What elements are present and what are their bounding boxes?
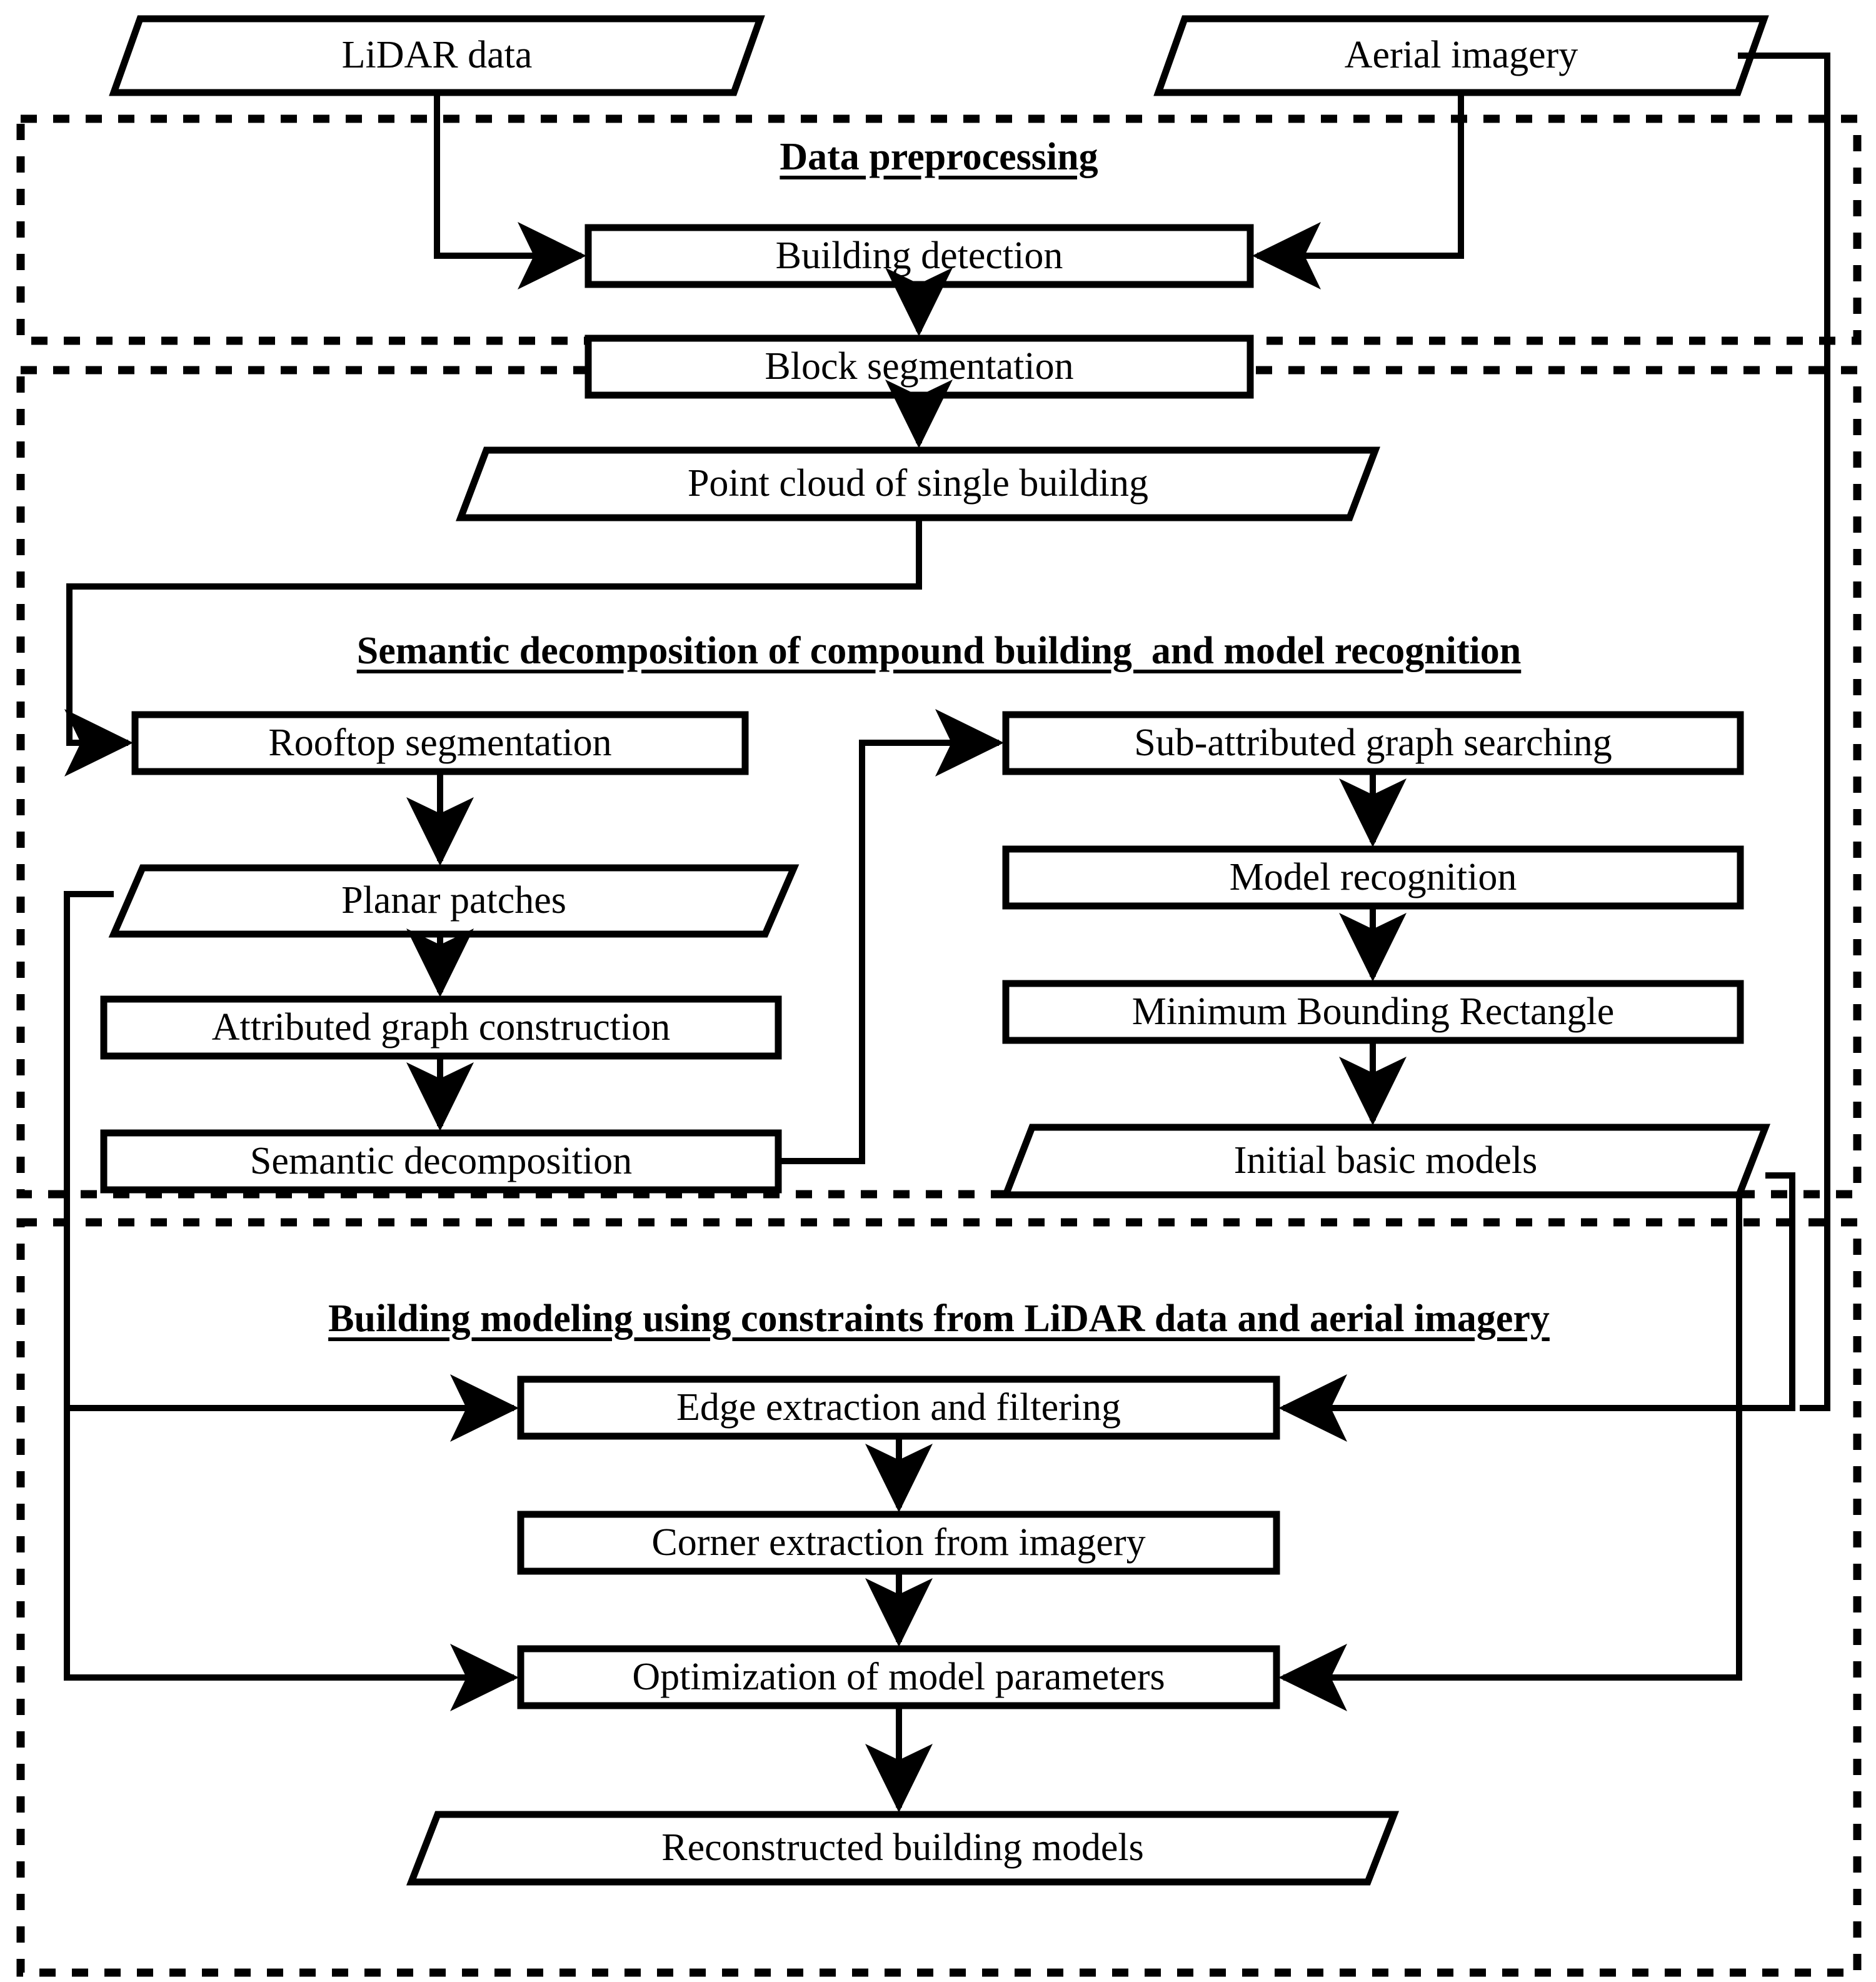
edge-semantic-decomposition-to-sub-graph-searching bbox=[778, 709, 1005, 1164]
edge-initial-models-to-optimization bbox=[1278, 1195, 1742, 1711]
node-aerial-imagery bbox=[1153, 15, 1769, 96]
node-lidar-data bbox=[109, 15, 765, 96]
edge-point-cloud-to-rooftop-segmentation bbox=[64, 518, 922, 777]
node-initial-basic-models bbox=[1000, 1124, 1771, 1199]
node-building-detection bbox=[584, 224, 1254, 288]
node-attributed-graph-construction bbox=[100, 995, 782, 1060]
node-point-cloud-single-building bbox=[456, 446, 1380, 521]
edge-aerial-imagery-to-edge-extraction bbox=[1738, 53, 1830, 1411]
edge-lidar-to-building-detection bbox=[434, 93, 587, 289]
node-sub-attributed-graph-searching bbox=[1002, 711, 1744, 775]
section-frame-building-modeling bbox=[16, 1218, 1862, 1977]
edge-initial-models-to-edge-extraction bbox=[1278, 1172, 1795, 1442]
node-corner-extraction-from-imagery bbox=[517, 1511, 1280, 1575]
node-rooftop-segmentation bbox=[131, 711, 749, 775]
node-semantic-decomposition-step bbox=[100, 1129, 782, 1194]
edge-planar-patches-to-edge-extraction bbox=[64, 891, 519, 1442]
edge-planar-patches-to-optimization bbox=[64, 1408, 519, 1711]
section-frame-data-preprocessing bbox=[16, 114, 1862, 345]
node-minimum-bounding-rectangle bbox=[1002, 980, 1744, 1044]
node-edge-extraction-and-filtering bbox=[517, 1376, 1280, 1440]
node-planar-patches bbox=[108, 864, 800, 938]
node-optimization-of-model-parameters bbox=[517, 1645, 1280, 1709]
node-reconstructed-building-models bbox=[406, 1811, 1400, 1886]
edge-aerial-to-building-detection bbox=[1252, 93, 1464, 289]
node-model-recognition bbox=[1002, 845, 1744, 910]
node-block-segmentation bbox=[584, 335, 1254, 399]
